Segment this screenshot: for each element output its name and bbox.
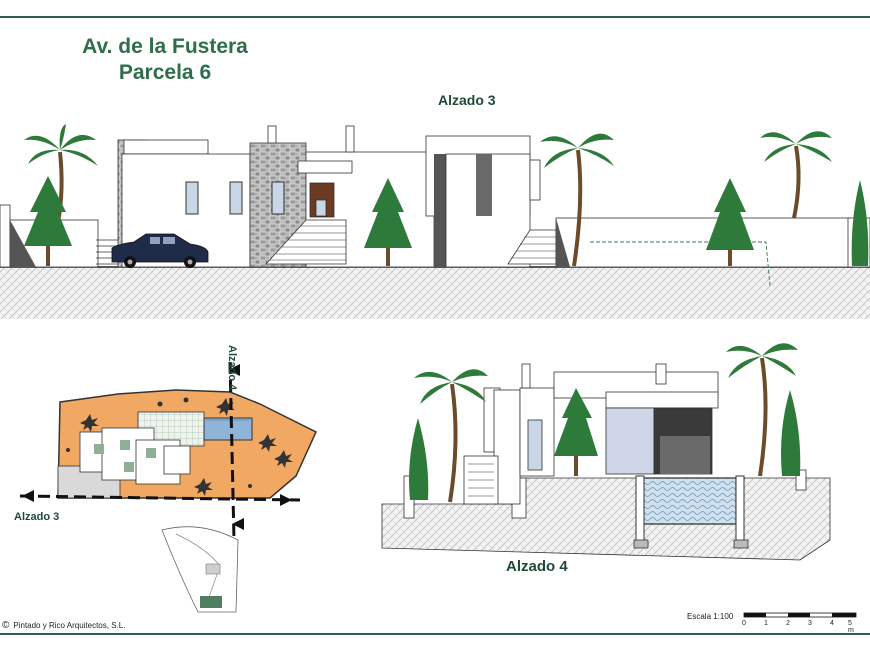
- top-rule: [0, 16, 870, 18]
- credit-text: Pintado y Rico Arquitectos, S.L.: [13, 621, 126, 630]
- project-title: Av. de la Fustera Parcela 6: [60, 34, 270, 86]
- scale-tick: 2: [786, 620, 790, 627]
- copyright-icon: ©: [2, 620, 10, 631]
- section-arrow-icon: [22, 364, 292, 530]
- scale-ticks: 0 1 2 3 4 5 m: [742, 610, 856, 634]
- credit-line: ©Pintado y Rico Arquitectos, S.L.: [2, 620, 125, 631]
- car-icon: [111, 233, 209, 268]
- scale-tick: 1: [764, 620, 768, 627]
- scale-tick: 5 m: [848, 620, 854, 634]
- site-plan: [19, 361, 317, 613]
- cypress-tree-icon: [24, 176, 72, 266]
- cypress-tree-icon: [554, 388, 598, 476]
- cypress-tree-icon: [364, 178, 412, 266]
- alzado-3-elevation: [0, 124, 870, 319]
- scale-bar: [743, 612, 857, 618]
- alzado-4-heading: Alzado 4: [506, 558, 568, 575]
- scale-tick: 4: [830, 620, 834, 627]
- title-line-2: Parcela 6: [118, 61, 212, 84]
- cypress-tree-icon: [409, 418, 429, 500]
- alzado-3-plan-label: Alzado 3: [14, 511, 60, 523]
- scale-tick: 0: [742, 620, 746, 627]
- palm-tree-icon: [760, 131, 832, 219]
- title-line-1: Av. de la Fustera: [82, 35, 248, 58]
- cypress-tree-icon: [706, 178, 754, 266]
- alzado-3-heading: Alzado 3: [438, 92, 496, 108]
- palm-tree-icon: [726, 343, 798, 477]
- ground-section: [0, 267, 870, 319]
- palm-tree-icon: [414, 369, 488, 503]
- bottom-rule: [0, 633, 870, 635]
- cypress-tree-icon: [851, 180, 869, 266]
- palm-tree-icon: [540, 133, 614, 267]
- alzado-4-section: [381, 343, 831, 561]
- alzado-4-plan-label: Alzado 4: [226, 345, 238, 391]
- scale-tick: 3: [808, 620, 812, 627]
- cypress-tree-icon: [781, 390, 801, 476]
- scale-label: Escala 1:100: [687, 612, 734, 621]
